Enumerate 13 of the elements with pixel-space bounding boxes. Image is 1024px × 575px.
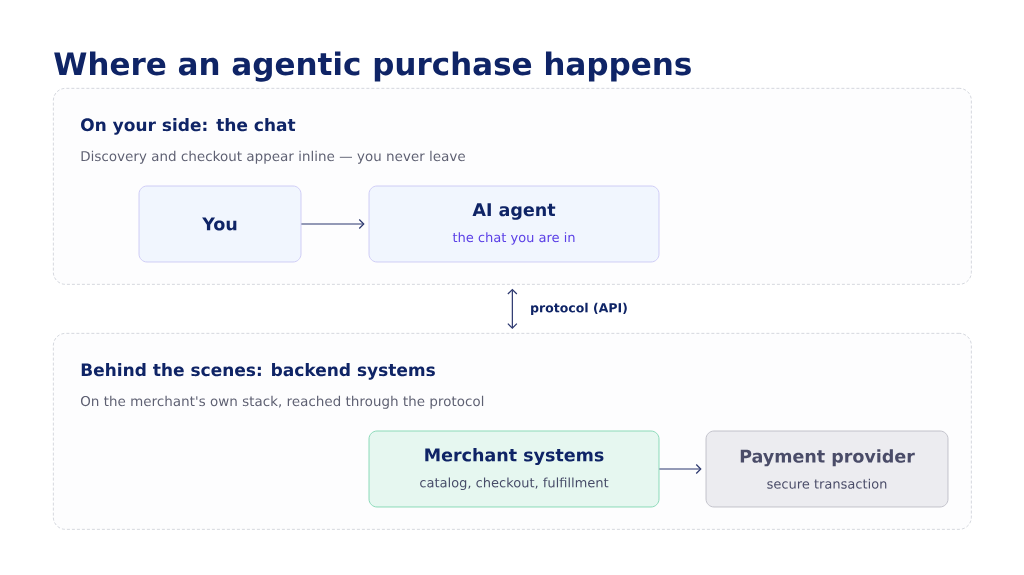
title: Where an agentic purchase happens bbox=[54, 51, 691, 82]
panel-subtitle: Discovery and checkout appear inline — you never leave bbox=[81, 150, 465, 164]
edge-label: protocol (API) bbox=[528, 301, 630, 317]
arrow bbox=[300, 218, 365, 230]
panel-subtitle: On the merchant's own stack, reached through the protocol bbox=[80, 395, 484, 409]
process-box: Merchant systems catalog, checkout, fulfillment bbox=[368, 430, 660, 508]
process-box: You bbox=[138, 185, 302, 263]
panel-heading: Behind the scenes: backend systems bbox=[81, 363, 435, 380]
process-box: Payment provider secure transaction bbox=[705, 430, 949, 508]
process-box: AI agent the chat you are in bbox=[368, 185, 660, 263]
arrow bbox=[507, 288, 518, 329]
arrow bbox=[658, 463, 702, 475]
panel-heading: On your side: the chat bbox=[81, 118, 296, 135]
